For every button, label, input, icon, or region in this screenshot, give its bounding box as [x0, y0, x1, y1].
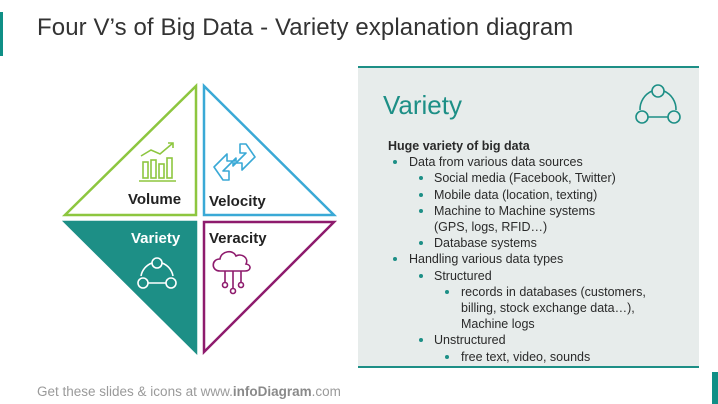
list-item: free text, video, sounds	[388, 349, 694, 365]
volume-quadrant[interactable]	[61, 83, 198, 217]
variety-quadrant[interactable]	[61, 220, 198, 356]
velocity-label: Velocity	[209, 193, 266, 210]
list-item: records in databases (customers,	[388, 284, 694, 300]
list-item: Machine to Machine systems	[388, 203, 694, 219]
list-heading: Huge variety of big data	[388, 139, 530, 153]
list-item-continuation: (GPS, logs, RFID…)	[434, 220, 548, 235]
list-item: Social media (Facebook, Twitter)	[388, 170, 694, 186]
variety-bullet-list: Huge variety of big data Data from vario…	[388, 138, 694, 365]
exchange-arrows-icon	[213, 143, 256, 181]
footer-credit[interactable]: Get these slides & icons at www.infoDiag…	[37, 384, 341, 399]
footer-brand: infoDiagram	[232, 384, 312, 399]
list-item: Database systems	[388, 235, 694, 251]
list-item-continuation: billing, stock exchange data…),	[461, 301, 635, 316]
list-item: Mobile data (location, texting)	[388, 187, 694, 203]
footer-prefix: Get these slides & icons at www.	[37, 384, 233, 399]
variety-label: Variety	[131, 230, 181, 247]
panel-title: Variety	[383, 90, 462, 120]
slide-title: Four V’s of Big Data - Variety explanati…	[37, 14, 574, 41]
list-item: Unstructured	[388, 332, 694, 348]
footer-suffix: .com	[311, 384, 341, 399]
list-item: Structured	[388, 268, 694, 284]
list-item: Data from various data sources	[388, 154, 694, 170]
four-v-diagram	[61, 82, 338, 356]
circle-cycle-icon	[635, 84, 681, 124]
left-accent-bar	[0, 12, 3, 56]
veracity-quadrant[interactable]	[202, 220, 338, 356]
circle-cycle-icon	[137, 257, 177, 289]
right-accent-bar	[712, 372, 718, 404]
volume-label: Volume	[128, 191, 182, 208]
variety-detail-panel: Variety Huge variety of big data Data fr…	[358, 66, 699, 368]
list-item-continuation: Machine logs	[461, 317, 535, 332]
velocity-quadrant[interactable]	[202, 82, 338, 217]
list-item: Handling various data types	[388, 251, 694, 267]
cloud-network-icon	[212, 250, 251, 295]
veracity-label: Veracity	[209, 230, 267, 247]
bar-chart-icon	[139, 142, 176, 182]
